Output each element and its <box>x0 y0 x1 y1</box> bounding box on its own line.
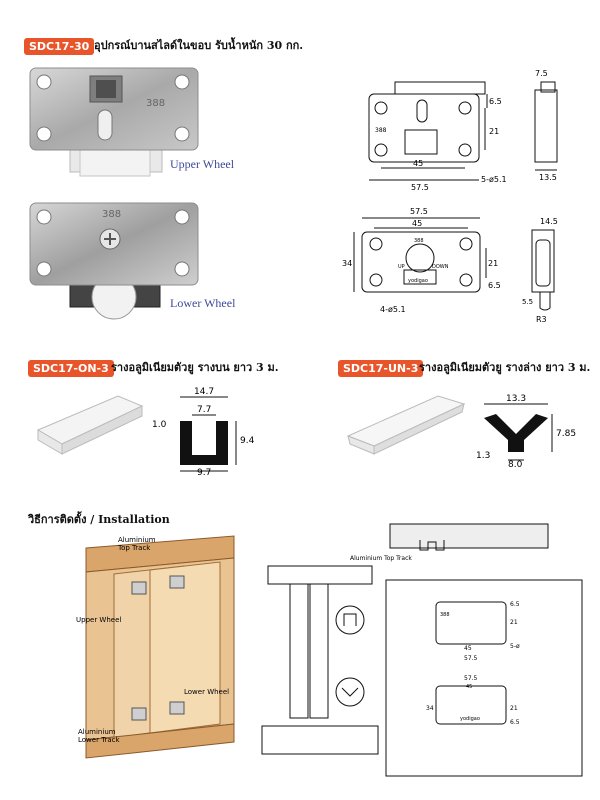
lower-wheel-drawing: 57.5 45 34 21 6.5 4-ø5.1 14.5 5.5 R3 388… <box>342 207 558 324</box>
ld-down: DOWN <box>432 264 449 270</box>
ld-d6: 4-ø5.1 <box>380 305 406 314</box>
top-track-dim-left: 1.0 <box>152 420 167 430</box>
top-track-dim-top: 14.7 <box>194 387 214 397</box>
installation-title: วิธีการติดตั้ง / Installation <box>28 513 170 526</box>
inst-top-track-b: Top Track <box>117 544 151 552</box>
mini-a: 45 <box>464 645 472 652</box>
mini-h: 34 <box>426 705 434 712</box>
ld-d2: 45 <box>412 219 422 228</box>
ld-d3: 34 <box>342 259 352 268</box>
mini-f: 57.5 <box>464 675 478 682</box>
ld-d9: R3 <box>536 315 547 324</box>
ud-d6: 5-ø5.1 <box>481 175 507 184</box>
mini-c: 21 <box>510 619 518 626</box>
lower-track-photo <box>346 395 466 455</box>
mini-j: 6.5 <box>510 719 520 726</box>
product-title: อุปกรณ์บานสไลด์ในขอบ รับน้ำหนัก 30 กก. <box>94 39 304 52</box>
mini-g: 45 <box>466 684 472 690</box>
top-track-dim-bottom: 9.7 <box>197 468 211 477</box>
inst-lower-track-b: Lower Track <box>78 736 120 744</box>
installation-doors-illustration: Aluminium Top Track Upper Wheel Lower Wh… <box>76 535 235 759</box>
upper-wheel-photo: 388 <box>29 67 199 177</box>
ud-d3: 21 <box>489 127 499 136</box>
track-un-badge: SDC17-UN-3 <box>338 360 424 377</box>
ld-d7: 14.5 <box>540 217 558 226</box>
lower-track-dim-bottom: 8.0 <box>508 460 523 468</box>
mini-e: 5-ø <box>510 643 520 650</box>
lower-track-profile: 13.3 7.85 1.3 8.0 <box>476 394 576 468</box>
track-un-title: รางอลูมิเนียมตัวยู รางล่าง ยาว 3 ม. <box>419 361 591 374</box>
lower-wheel-photo: 388 <box>29 202 199 320</box>
lower-track-dim-top: 13.3 <box>506 394 526 404</box>
ud-d4: 45 <box>413 159 423 168</box>
ld-brand: yodigao <box>408 278 428 284</box>
mini-brand: yodigao <box>460 716 480 722</box>
inst-top-track-a: Aluminium <box>118 536 156 544</box>
ld-d8: 5.5 <box>522 298 533 306</box>
plate-mark-upper: 388 <box>146 98 165 109</box>
ld-d1: 57.5 <box>410 207 428 216</box>
ld-d4: 21 <box>488 259 498 268</box>
ud-d2: 6.5 <box>489 97 502 106</box>
ud-d1: 7.5 <box>535 69 548 78</box>
plate-mark-lower: 388 <box>102 209 121 220</box>
mini-b: 57.5 <box>464 655 478 662</box>
top-track-photo <box>36 395 144 455</box>
top-track-profile: 14.7 7.7 1.0 9.4 9.7 <box>152 387 255 477</box>
ld-d5: 6.5 <box>488 281 501 290</box>
inst-top-track-section: Aluminium Top Track <box>350 555 412 562</box>
top-track-dim-right: 9.4 <box>240 436 255 446</box>
product-code-badge: SDC17-30 <box>24 38 95 55</box>
ud-d5: 57.5 <box>411 183 429 192</box>
upper-wheel-drawing: 388 7.5 6.5 21 45 57.5 5-ø5.1 13.5 <box>368 69 558 192</box>
mini-tag: 388 <box>440 612 450 618</box>
mini-d: 6.5 <box>510 601 520 608</box>
ud-tag: 388 <box>375 127 387 134</box>
top-track-dim-inner: 7.7 <box>197 405 211 415</box>
lower-track-dim-right: 7.85 <box>556 429 576 439</box>
lower-track-dim-left: 1.3 <box>476 451 490 461</box>
inst-lower-wheel: Lower Wheel <box>184 688 229 696</box>
ld-up: UP <box>398 264 405 270</box>
ld-tag: 388 <box>414 238 424 244</box>
inst-lower-track-a: Aluminium <box>78 728 116 736</box>
inst-upper-wheel: Upper Wheel <box>76 616 121 624</box>
ud-d7: 13.5 <box>539 173 557 182</box>
track-on-title: รางอลูมิเนียมตัวยู รางบน ยาว 3 ม. <box>111 361 279 374</box>
upper-wheel-label: Upper Wheel <box>170 157 235 171</box>
track-on-badge: SDC17-ON-3 <box>28 360 114 377</box>
mini-i: 21 <box>510 705 518 712</box>
lower-wheel-label: Lower Wheel <box>170 296 236 310</box>
installation-section-diagram: Aluminium Top Track 45 57.5 21 6.5 5-ø 5… <box>261 523 583 777</box>
